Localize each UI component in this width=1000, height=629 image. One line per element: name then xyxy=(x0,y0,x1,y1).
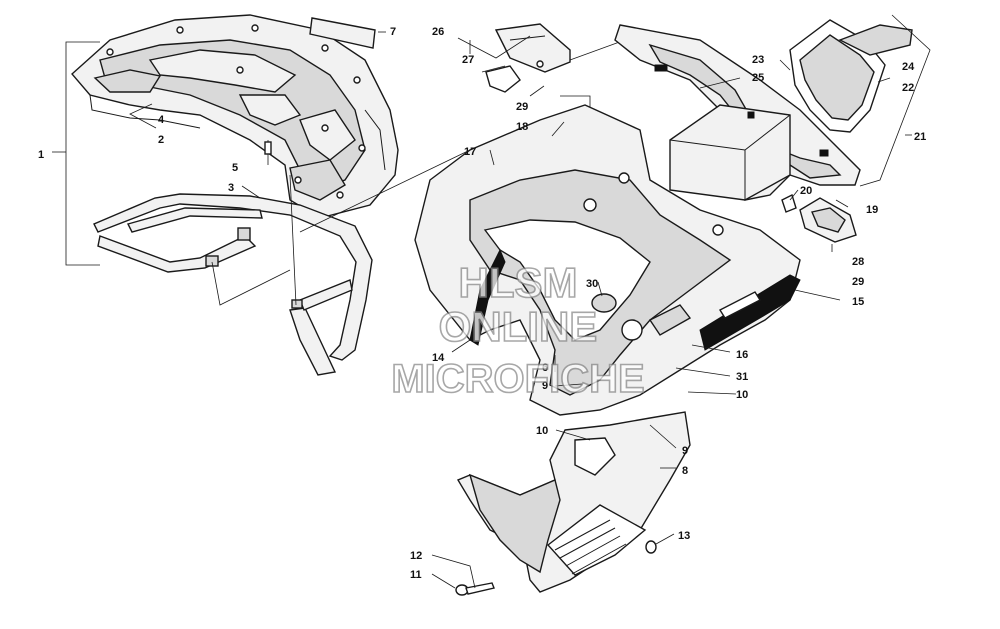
tube-rack xyxy=(93,193,373,376)
callout-9a: 9 xyxy=(542,380,548,392)
callout-6: 6 xyxy=(542,362,548,374)
callout-7: 7 xyxy=(390,26,396,38)
callout-9b: 9 xyxy=(682,445,688,457)
callout-14: 14 xyxy=(432,352,445,364)
callout-30: 30 xyxy=(586,278,598,290)
screw-12 xyxy=(465,582,495,595)
callout-3: 3 xyxy=(228,182,234,194)
screw-20 xyxy=(781,194,797,213)
rear-rack xyxy=(71,14,399,219)
callout-10a: 10 xyxy=(736,389,748,401)
watermark-line3: MICROFICHE xyxy=(391,357,644,401)
callout-29a: 29 xyxy=(852,276,864,288)
callout-29b: 29 xyxy=(516,101,528,113)
callout-11: 11 xyxy=(410,569,422,581)
clip-13 xyxy=(645,540,657,554)
callout-22: 22 xyxy=(902,82,914,94)
watermark: HLSM ONLINE MICROFICHE xyxy=(391,258,646,402)
callout-1: 1 xyxy=(38,149,44,161)
callout-5: 5 xyxy=(232,162,238,174)
callout-28: 28 xyxy=(852,256,864,268)
watermark-line1: HLSM xyxy=(459,259,578,306)
callout-15: 15 xyxy=(852,296,864,308)
callout-24: 24 xyxy=(902,61,915,73)
callout-4: 4 xyxy=(158,114,165,126)
callout-12: 12 xyxy=(410,550,422,562)
callout-10b: 10 xyxy=(536,425,548,437)
callout-26: 26 xyxy=(432,26,444,38)
splash-guard xyxy=(456,411,691,593)
rear-storage-box xyxy=(614,19,913,201)
callout-16: 16 xyxy=(736,349,748,361)
callout-31: 31 xyxy=(736,371,748,383)
callout-17: 17 xyxy=(464,146,476,158)
callout-13: 13 xyxy=(678,530,690,542)
screw xyxy=(264,141,272,155)
callout-20: 20 xyxy=(800,185,812,197)
latch-bracket xyxy=(799,197,857,243)
latch-assembly xyxy=(457,23,571,97)
callout-8: 8 xyxy=(682,465,688,477)
decal-strip xyxy=(309,17,376,49)
callout-23: 23 xyxy=(752,54,764,66)
callout-19: 19 xyxy=(866,204,878,216)
callout-18: 18 xyxy=(516,121,528,133)
rear-fender xyxy=(414,104,801,416)
callout-25: 25 xyxy=(752,72,764,84)
callout-21: 21 xyxy=(914,131,926,143)
callout-27: 27 xyxy=(462,54,474,66)
watermark-line2: ONLINE xyxy=(439,303,598,350)
callout-2: 2 xyxy=(158,134,164,146)
